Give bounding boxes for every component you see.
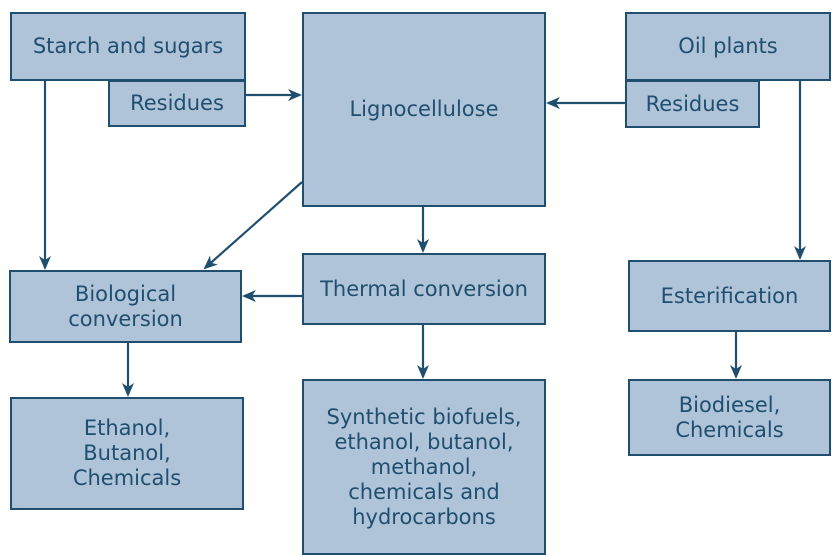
node-biodiesel-products: Biodiesel, Chemicals (628, 379, 831, 456)
node-lignocellulose: Lignocellulose (302, 12, 546, 207)
node-esterification: Esterification (628, 260, 831, 332)
node-residues-left: Residues (108, 80, 246, 127)
node-thermal-conversion: Thermal conversion (302, 253, 546, 325)
node-biological-conversion: Biological conversion (9, 270, 242, 343)
node-residues-right: Residues (625, 80, 760, 128)
node-synthetic-products: Synthetic biofuels, ethanol, butanol, me… (302, 379, 546, 555)
node-oil-plants: Oil plants (625, 12, 831, 81)
node-starch-and-sugars: Starch and sugars (10, 12, 246, 81)
node-ethanol-products: Ethanol, Butanol, Chemicals (10, 397, 244, 510)
arrow-lignocellulose-to-biological (203, 181, 303, 270)
